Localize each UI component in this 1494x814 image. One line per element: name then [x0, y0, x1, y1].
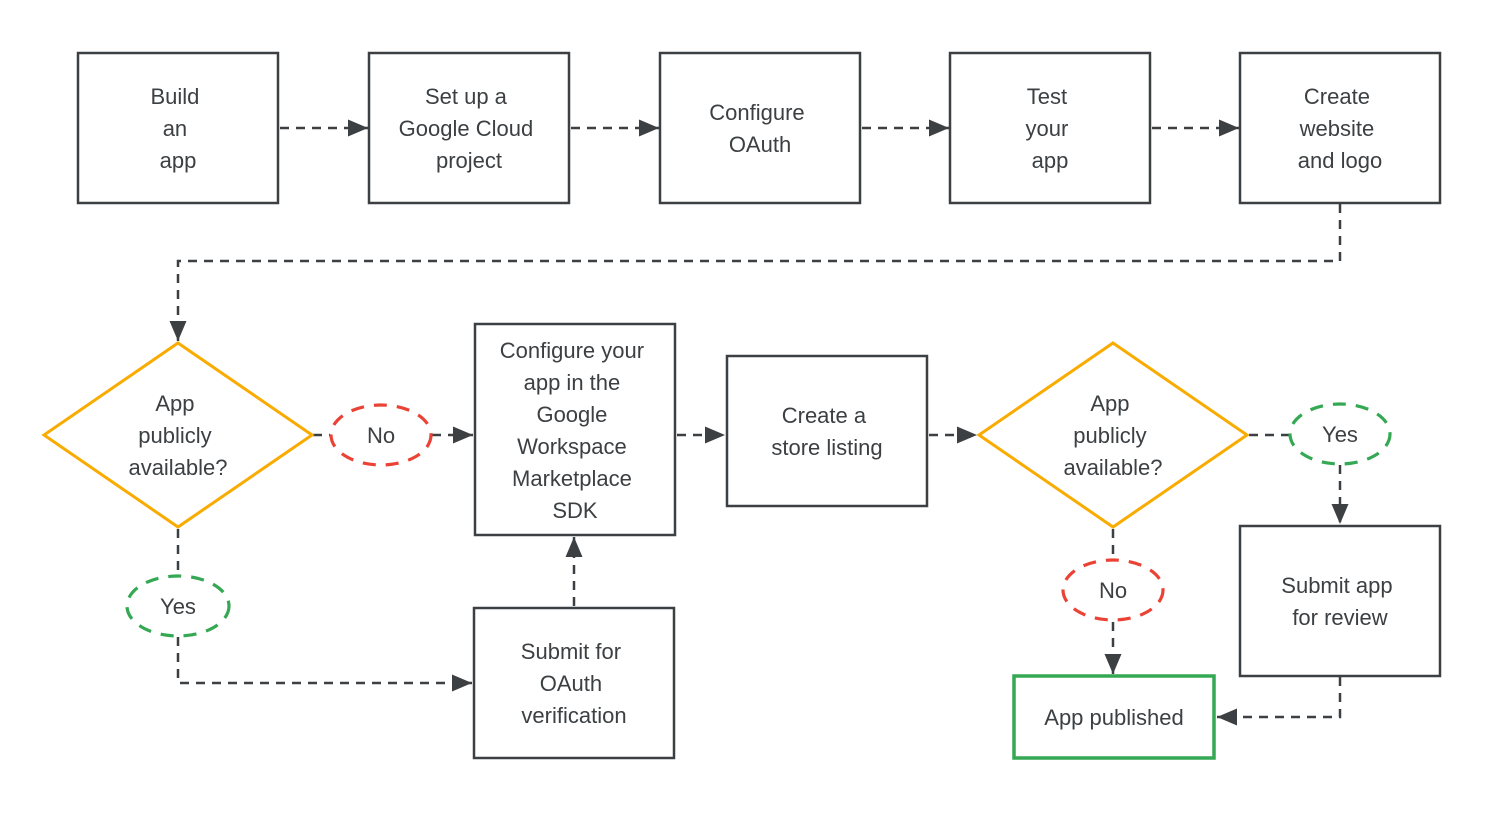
node-no-1: No — [329, 403, 433, 467]
submit-oauth-box — [472, 606, 676, 760]
node-store-listing: Create a store listing — [725, 354, 929, 508]
test-app-box — [948, 51, 1152, 205]
submit-oauth-label: Submit for OAuth verification — [521, 639, 627, 728]
decision1-diamond — [41, 341, 315, 529]
no1-label: No — [367, 423, 395, 448]
node-build-app: Build an app — [76, 51, 280, 205]
no2-oval — [1061, 558, 1165, 622]
node-yes-1: Yes — [125, 574, 231, 638]
yes2-oval — [1288, 402, 1392, 466]
build-app-box — [76, 51, 280, 205]
configure-oauth-label: Configure OAuth — [709, 100, 811, 157]
store-listing-box — [725, 354, 929, 508]
node-submit-oauth: Submit for OAuth verification — [472, 606, 676, 760]
no1-oval — [329, 403, 433, 467]
node-configure-oauth: Configure OAuth — [658, 51, 862, 205]
node-app-published: App published — [1012, 674, 1216, 760]
decision2-diamond — [976, 341, 1250, 529]
yes1-oval — [125, 574, 231, 638]
decision1-label: App publicly available? — [128, 391, 227, 480]
node-test-app: Test your app — [948, 51, 1152, 205]
configure-sdk-box — [473, 322, 677, 537]
app-published-box — [1012, 674, 1216, 760]
create-website-label: Create website and logo — [1298, 84, 1382, 173]
create-website-box — [1238, 51, 1442, 205]
node-no-2: No — [1061, 558, 1165, 622]
submit-review-box — [1238, 524, 1442, 678]
connector-review-to-published — [1217, 677, 1342, 726]
build-app-label: Build an app — [150, 84, 205, 173]
test-app-label: Test your app — [1026, 84, 1075, 173]
app-published-label: App published — [1044, 705, 1183, 730]
no2-label: No — [1099, 578, 1127, 603]
configure-sdk-label: Configure your app in the Google Workspa… — [500, 338, 650, 523]
connectors — [169, 119, 1349, 726]
yes2-label: Yes — [1322, 422, 1358, 447]
setup-project-label: Set up a Google Cloud project — [399, 84, 540, 173]
connector-website-to-decision1 — [169, 204, 1342, 341]
node-submit-review: Submit app for review — [1238, 524, 1442, 678]
setup-project-box — [367, 51, 571, 205]
node-setup-project: Set up a Google Cloud project — [367, 51, 571, 205]
node-yes-2: Yes — [1288, 402, 1392, 466]
node-decision-publicly-available-1: App publicly available? — [41, 341, 315, 529]
store-listing-label: Create a store listing — [771, 403, 882, 460]
node-configure-sdk: Configure your app in the Google Workspa… — [473, 322, 677, 537]
configure-oauth-box — [658, 51, 862, 205]
node-create-website: Create website and logo — [1238, 51, 1442, 205]
connector-yes1-to-submit-oauth — [176, 637, 472, 692]
node-decision-publicly-available-2: App publicly available? — [976, 341, 1250, 529]
submit-review-label: Submit app for review — [1281, 573, 1398, 630]
yes1-label: Yes — [160, 594, 196, 619]
decision2-label: App publicly available? — [1063, 391, 1162, 480]
